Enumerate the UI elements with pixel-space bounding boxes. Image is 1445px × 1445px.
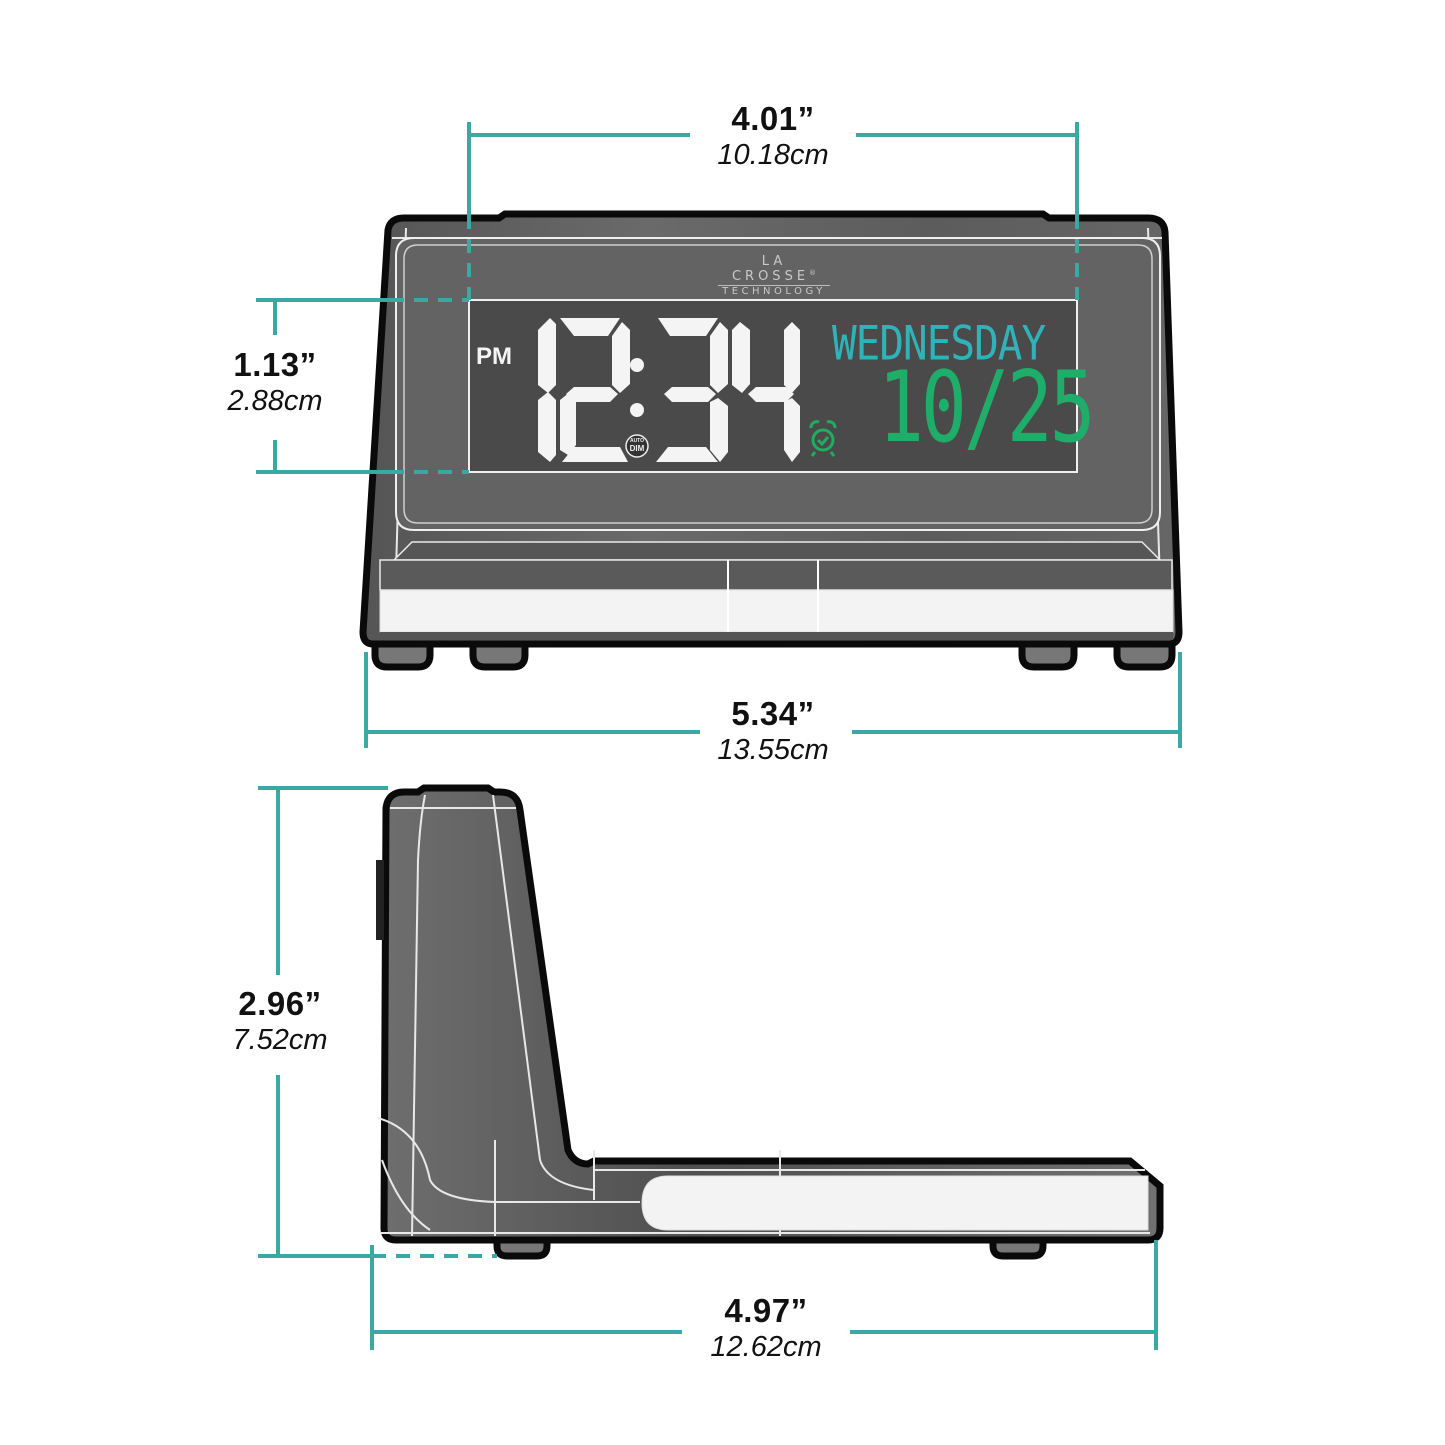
auto-dim-badge (625, 434, 649, 458)
display-width-label: 4.01” 10.18cm (717, 100, 829, 171)
alarm-clock-icon (809, 420, 837, 457)
front-view-clock (359, 210, 1183, 671)
brand-name: LA CROSSE® (718, 254, 830, 286)
pm-indicator: PM (476, 343, 512, 370)
side-light-strip (641, 1175, 1149, 1231)
display-height-label: 1.13” 2.88cm (227, 346, 323, 417)
overall-width-label: 5.34” 13.55cm (717, 695, 829, 766)
side-depth-label: 4.97” 12.62cm (710, 1292, 822, 1363)
front-light-strip (379, 589, 1174, 633)
brand-logo: LA CROSSE® TECHNOLOGY (718, 254, 830, 297)
day-of-week: WEDNESDAY (832, 316, 1046, 372)
time-value: 12:34 (540, 330, 541, 331)
side-dimension-lines (258, 786, 1158, 1350)
side-view-clock (376, 784, 1164, 1260)
brand-subtitle: TECHNOLOGY (722, 286, 826, 297)
side-height-label: 2.96” 7.52cm (232, 985, 328, 1056)
date: 10/25 (878, 351, 1096, 465)
time-digits-graphic (538, 318, 800, 462)
auto-dim-label: AUTO DIM (629, 438, 645, 453)
front-dimension-lines (256, 122, 1182, 748)
